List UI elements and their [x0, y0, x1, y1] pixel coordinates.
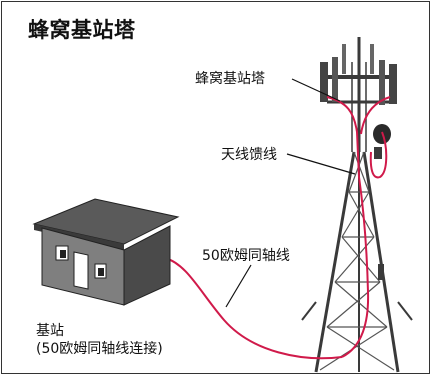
label-base-station: 基站 [36, 323, 64, 339]
leader-line-feeder [286, 153, 356, 175]
leader-lines [225, 78, 356, 308]
label-cell-tower: 蜂窝基站塔 [195, 71, 265, 87]
coax-cable [164, 257, 343, 360]
base-station-building [32, 198, 180, 306]
leader-line-tower [291, 78, 341, 102]
label-base-station-note: (50欧姆同轴线连接) [36, 341, 163, 357]
leader-line-coax [225, 264, 252, 308]
cell-tower [301, 37, 413, 373]
label-coax-cable: 50欧姆同轴线 [202, 248, 290, 264]
antenna-feeder-cable [326, 96, 391, 358]
diagram-title: 蜂窝基站塔 [28, 18, 136, 42]
label-antenna-feeder: 天线馈线 [221, 147, 277, 163]
